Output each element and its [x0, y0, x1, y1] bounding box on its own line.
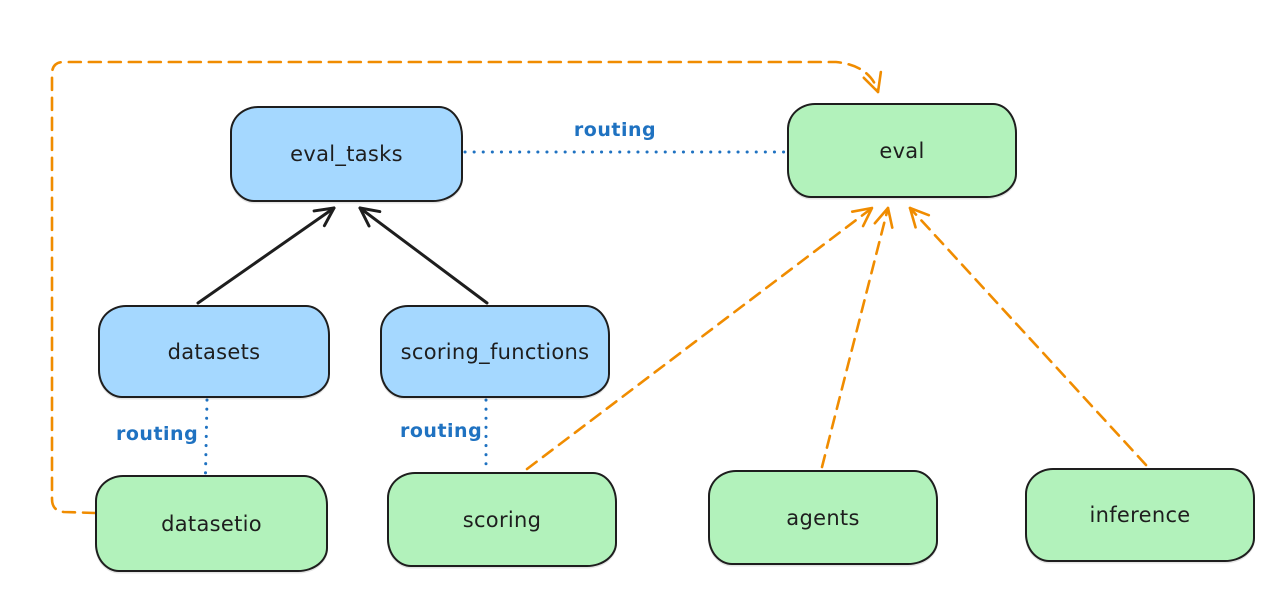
edge-scoring-functions-to-eval-tasks [358, 206, 489, 305]
node-label: datasets [167, 339, 261, 364]
node-scoring-functions: scoring_functions [380, 305, 610, 398]
node-inference: inference [1025, 468, 1255, 562]
node-label: scoring_functions [400, 339, 590, 364]
node-label: inference [1089, 503, 1191, 527]
edge-label-routing-datasets-datasetio: routing [116, 423, 199, 445]
edge-datasets-to-datasetio [204, 398, 209, 475]
node-label: datasetio [161, 511, 262, 536]
node-datasets: datasets [98, 305, 330, 398]
edge-label-routing-eval-tasks-eval: routing [573, 119, 657, 141]
edge-inference-to-eval [908, 206, 1148, 467]
node-label: eval [879, 138, 925, 163]
node-eval-tasks: eval_tasks [230, 106, 463, 202]
node-label: agents [786, 505, 860, 530]
edge-agents-to-eval [820, 206, 894, 469]
node-agents: agents [708, 470, 938, 565]
edge-scoring-to-eval [525, 206, 874, 471]
node-label: scoring [462, 507, 542, 532]
edge-label-routing-scoring-functions-scoring: routing [400, 420, 483, 442]
node-eval: eval [787, 103, 1017, 198]
node-datasetio: datasetio [95, 475, 328, 572]
edge-datasets-to-eval-tasks [196, 206, 336, 305]
node-scoring: scoring [387, 472, 617, 567]
node-label: eval_tasks [290, 142, 403, 166]
edge-datasetio-to-eval [50, 60, 883, 515]
